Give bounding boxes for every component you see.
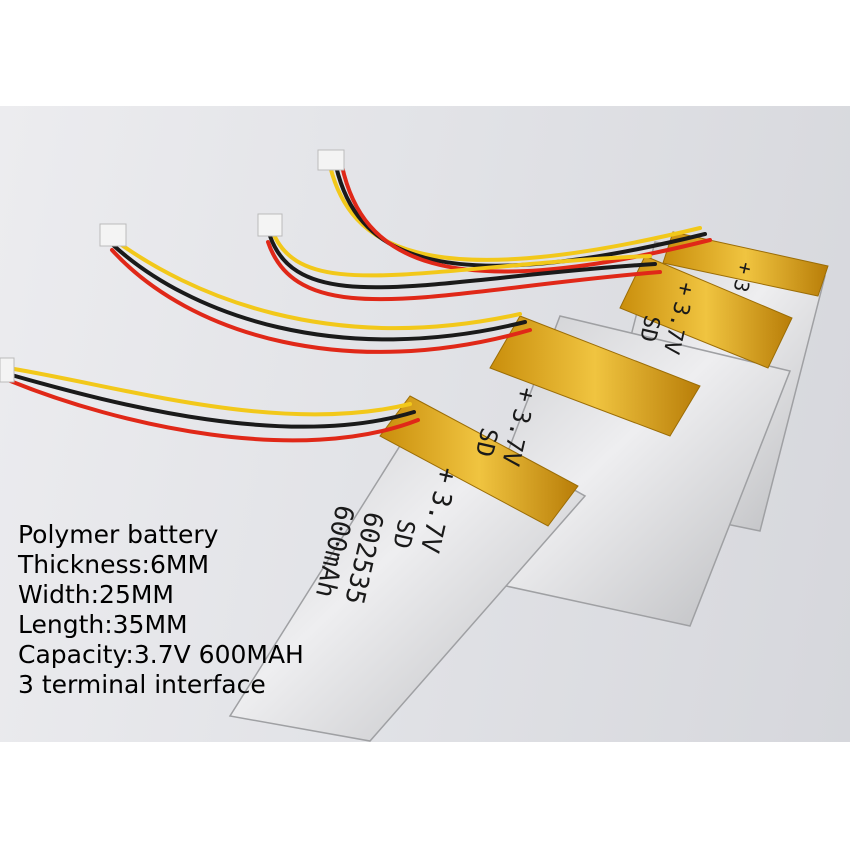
battery-cell-middle: + 3.7V SD <box>458 255 793 627</box>
spec-thickness: Thickness:6MM <box>18 550 210 579</box>
battery-photo: + 3.7V SD + 3.7V SD <box>0 106 850 742</box>
wire-harness-top <box>317 149 712 274</box>
spec-width: Width:25MM <box>18 580 175 609</box>
cell-front-brand: SD <box>470 425 504 459</box>
cell-front-plus: + <box>511 385 542 405</box>
spec-length: Length:35MM <box>18 610 188 639</box>
wire-harness-front <box>0 357 420 443</box>
connector-front <box>0 357 15 383</box>
connector-third <box>99 223 127 247</box>
cell-middle-brand: SD <box>634 313 664 344</box>
connector-top <box>317 149 345 171</box>
connector-second <box>257 213 283 237</box>
battery-cell-front: + 3.7V SD + 3.7V SD 602535 600mAh <box>228 315 701 742</box>
spec-capacity: Capacity:3.7V 600MAH <box>18 640 304 669</box>
cell-back-plus: + <box>732 260 758 277</box>
wire-harness-third <box>99 223 532 354</box>
spec-list: Polymer battery Thickness:6MM Width:25MM… <box>18 520 358 700</box>
cell-middle-plus: + <box>671 280 698 299</box>
spec-title: Polymer battery <box>18 520 219 549</box>
cell-front-plus-2: + <box>430 464 463 486</box>
spec-interface: 3 terminal interface <box>18 670 266 699</box>
wire-harness-second <box>257 213 662 302</box>
cell-front-brand-2: SD <box>387 517 421 551</box>
battery-illustration: + 3.7V SD + 3.7V SD <box>0 149 829 742</box>
